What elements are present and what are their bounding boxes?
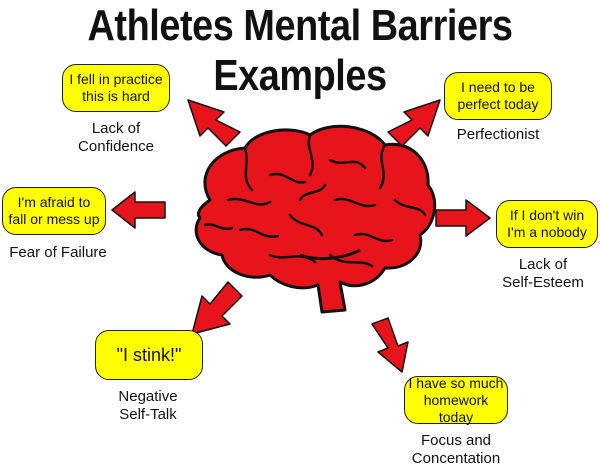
quote-bubble-lack-of-confidence: I fell in practice this is hard xyxy=(62,64,170,112)
label-line: Lack of xyxy=(518,256,568,273)
arrow-focus-and-concentation xyxy=(371,317,409,373)
label-focus-and-concentation: Focus and Concentation xyxy=(398,432,514,468)
label-negative-self-talk: Negative Self-Talk xyxy=(98,388,198,424)
quote-bubble-fear-of-failure: I'm afraid to fall or mess up xyxy=(2,187,106,235)
label-line: Self-Talk xyxy=(119,406,177,423)
label-line: Confidence xyxy=(78,138,154,155)
label-line: Perfectionist xyxy=(456,126,540,143)
label-line: Concentation xyxy=(411,450,501,467)
arrow-fear-of-failure xyxy=(111,191,166,229)
quote-line: I fell in practice xyxy=(69,71,163,87)
label-line: Fear of Failure xyxy=(9,244,107,261)
label-line: Focus and xyxy=(420,432,492,449)
brain-icon xyxy=(194,124,437,314)
quote-line: homework today xyxy=(423,391,489,425)
quote-bubble-lack-of-self-esteem: If I don't win I'm a nobody xyxy=(496,200,598,248)
quote-line: this is hard xyxy=(82,88,150,104)
quote-line: "I stink!" xyxy=(116,344,182,365)
label-perfectionist: Perfectionist xyxy=(434,126,562,144)
label-line: Negative xyxy=(118,388,178,405)
arrow-lack-of-self-esteem xyxy=(435,199,491,237)
quote-bubble-focus-and-concentation: I have so much homework today xyxy=(404,374,508,425)
quote-bubble-negative-self-talk: "I stink!" xyxy=(95,330,203,380)
quote-line: perfect today xyxy=(457,96,539,112)
label-line: Lack of xyxy=(91,120,141,137)
label-fear-of-failure: Fear of Failure xyxy=(0,244,116,262)
quote-line: If I don't win xyxy=(509,207,585,223)
quote-line: I'm afraid to xyxy=(17,194,91,210)
quote-line: I'm a nobody xyxy=(507,224,587,240)
arrow-negative-self-talk xyxy=(191,281,243,335)
quote-bubble-perfectionist: I need to be perfect today xyxy=(444,72,552,120)
arrow-perfectionist xyxy=(387,99,441,147)
quote-line: fall or mess up xyxy=(8,211,100,227)
label-lack-of-confidence: Lack of Confidence xyxy=(62,120,170,156)
quote-line: I need to be xyxy=(461,79,535,95)
title-line-2: Examples xyxy=(213,51,387,100)
arrow-lack-of-confidence xyxy=(187,99,241,147)
label-line: Self-Esteem xyxy=(502,274,584,291)
label-lack-of-self-esteem: Lack of Self-Esteem xyxy=(488,256,598,292)
title-line-1: Athletes Mental Barriers xyxy=(87,1,513,50)
quote-line: I have so much xyxy=(408,374,504,391)
